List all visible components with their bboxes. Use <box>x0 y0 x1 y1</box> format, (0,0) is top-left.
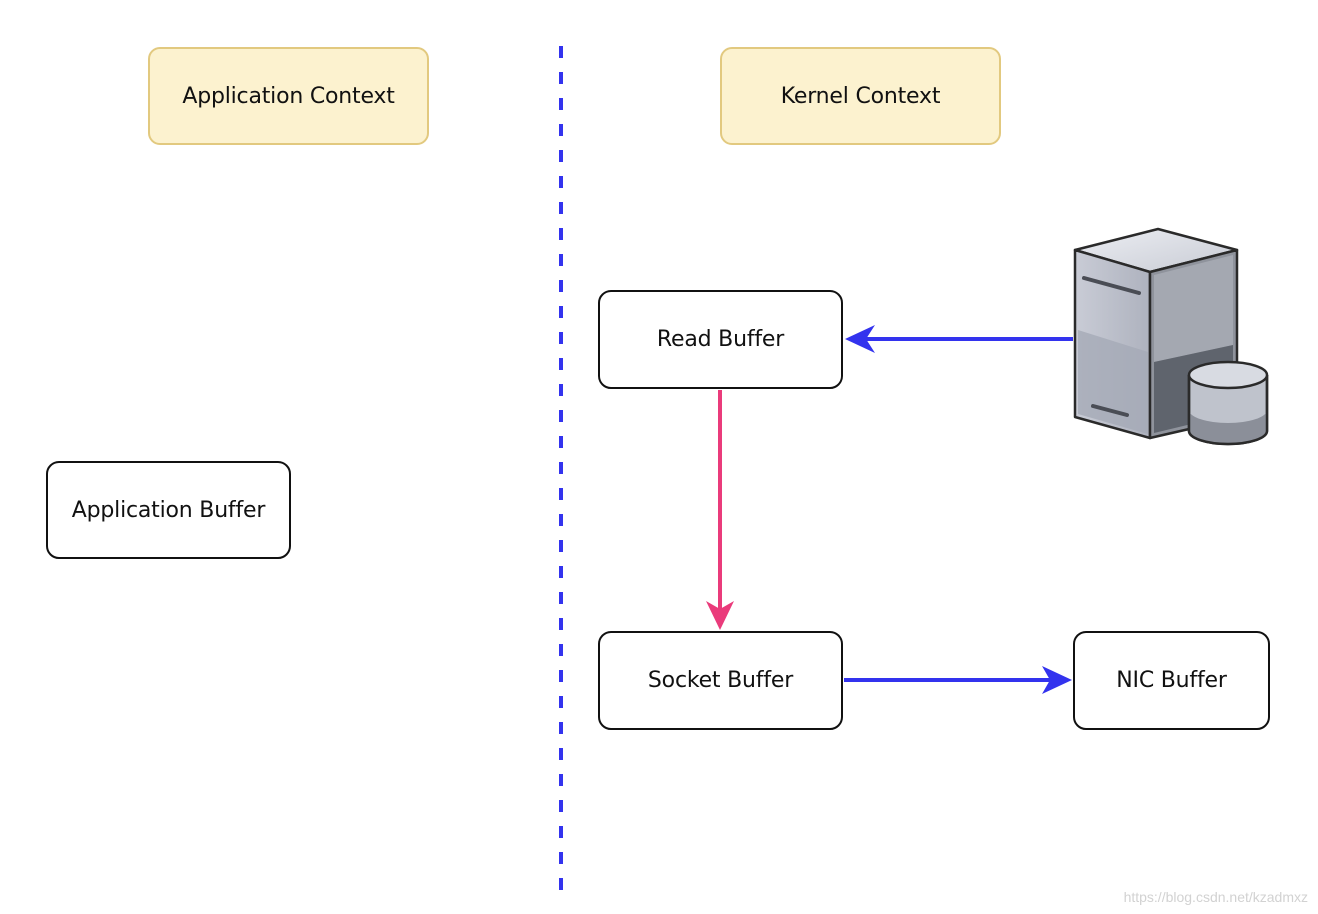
read-buffer-text: Read Buffer <box>656 327 785 352</box>
read-buffer: Read Buffer <box>598 290 843 389</box>
disk-server-icon <box>1073 227 1269 446</box>
kernel-context-label: Kernel Context <box>720 47 1001 145</box>
nic-buffer: NIC Buffer <box>1073 631 1270 730</box>
application-buffer-text: Application Buffer <box>71 497 266 523</box>
socket-buffer: Socket Buffer <box>598 631 843 730</box>
arrow-socket-to-nic-buffer <box>844 666 1072 694</box>
watermark-text: https://blog.csdn.net/kzadmxz <box>1123 889 1308 905</box>
kernel-context-text: Kernel Context <box>780 83 941 109</box>
nic-buffer-text: NIC Buffer <box>1116 668 1227 693</box>
application-context-text: Application Context <box>182 83 395 109</box>
application-buffer: Application Buffer <box>46 461 291 559</box>
application-context-label: Application Context <box>148 47 429 145</box>
arrow-read-to-socket-buffer <box>706 390 734 630</box>
arrow-disk-to-read-buffer <box>845 325 1073 353</box>
socket-buffer-text: Socket Buffer <box>647 668 794 693</box>
